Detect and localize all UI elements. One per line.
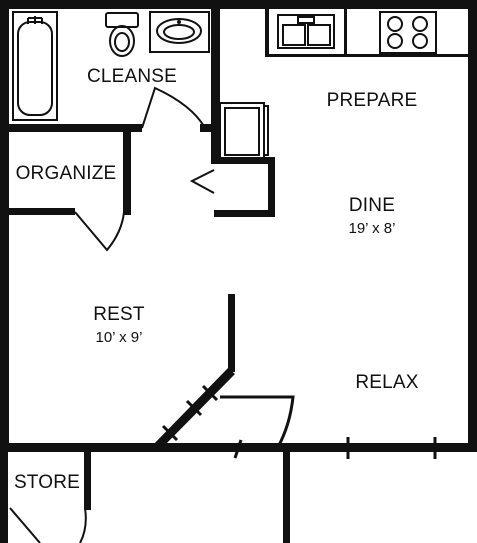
organize-wall-bottom <box>0 208 75 215</box>
room-label-relax: RELAX <box>355 372 418 393</box>
bath-bottom-wall-right <box>200 124 220 132</box>
organize-door-swing <box>74 211 125 252</box>
bathroom-sink-icon <box>149 11 210 53</box>
angle-tick-2 <box>185 399 203 417</box>
exterior-wall-top <box>0 0 477 9</box>
entry-door-swing <box>220 395 295 448</box>
refrigerator-icon <box>219 102 269 159</box>
store-wall-left <box>0 452 8 543</box>
stove-icon <box>379 11 437 54</box>
kitchen-counter-wall <box>265 0 269 56</box>
kitchen-counter-line <box>265 54 470 57</box>
room-label-store: STORE <box>14 472 80 493</box>
angle-tick-3 <box>201 384 219 402</box>
closet-wall-bottom <box>214 210 275 217</box>
angle-tick-1 <box>161 424 179 442</box>
closet-door-bifold <box>189 169 215 194</box>
living-partition <box>228 294 235 372</box>
room-label-organize: ORGANIZE <box>16 163 117 184</box>
doors <box>9 86 295 543</box>
store-wall-right <box>84 452 91 510</box>
room-dimensions-dine: 19’ x 8’ <box>349 220 396 237</box>
exterior-wall-right <box>468 0 477 452</box>
bath-kitchen-wall <box>211 0 220 160</box>
store-door-swing <box>9 507 87 543</box>
closet-wall-top <box>211 157 275 164</box>
bathtub-icon <box>12 11 58 121</box>
room-label-prepare: PREPARE <box>327 90 418 111</box>
exterior-wall-left <box>0 0 9 452</box>
room-dimensions-rest: 10’ x 9’ <box>96 329 143 346</box>
lower-partition <box>283 452 290 543</box>
room-label-rest: REST <box>93 304 145 325</box>
room-label-dine: DINE <box>349 195 395 216</box>
bottom-tick-1 <box>233 439 243 459</box>
bath-door-swing <box>141 86 206 129</box>
wall-ticks <box>161 384 437 459</box>
organize-wall-right <box>123 132 131 215</box>
bath-bottom-wall-left <box>0 124 142 132</box>
kitchen-sink-icon <box>277 14 335 49</box>
counter-divider <box>344 9 347 55</box>
toilet-icon <box>105 12 139 57</box>
closet-wall-right <box>268 157 275 217</box>
room-label-cleanse: CLEANSE <box>87 66 177 87</box>
